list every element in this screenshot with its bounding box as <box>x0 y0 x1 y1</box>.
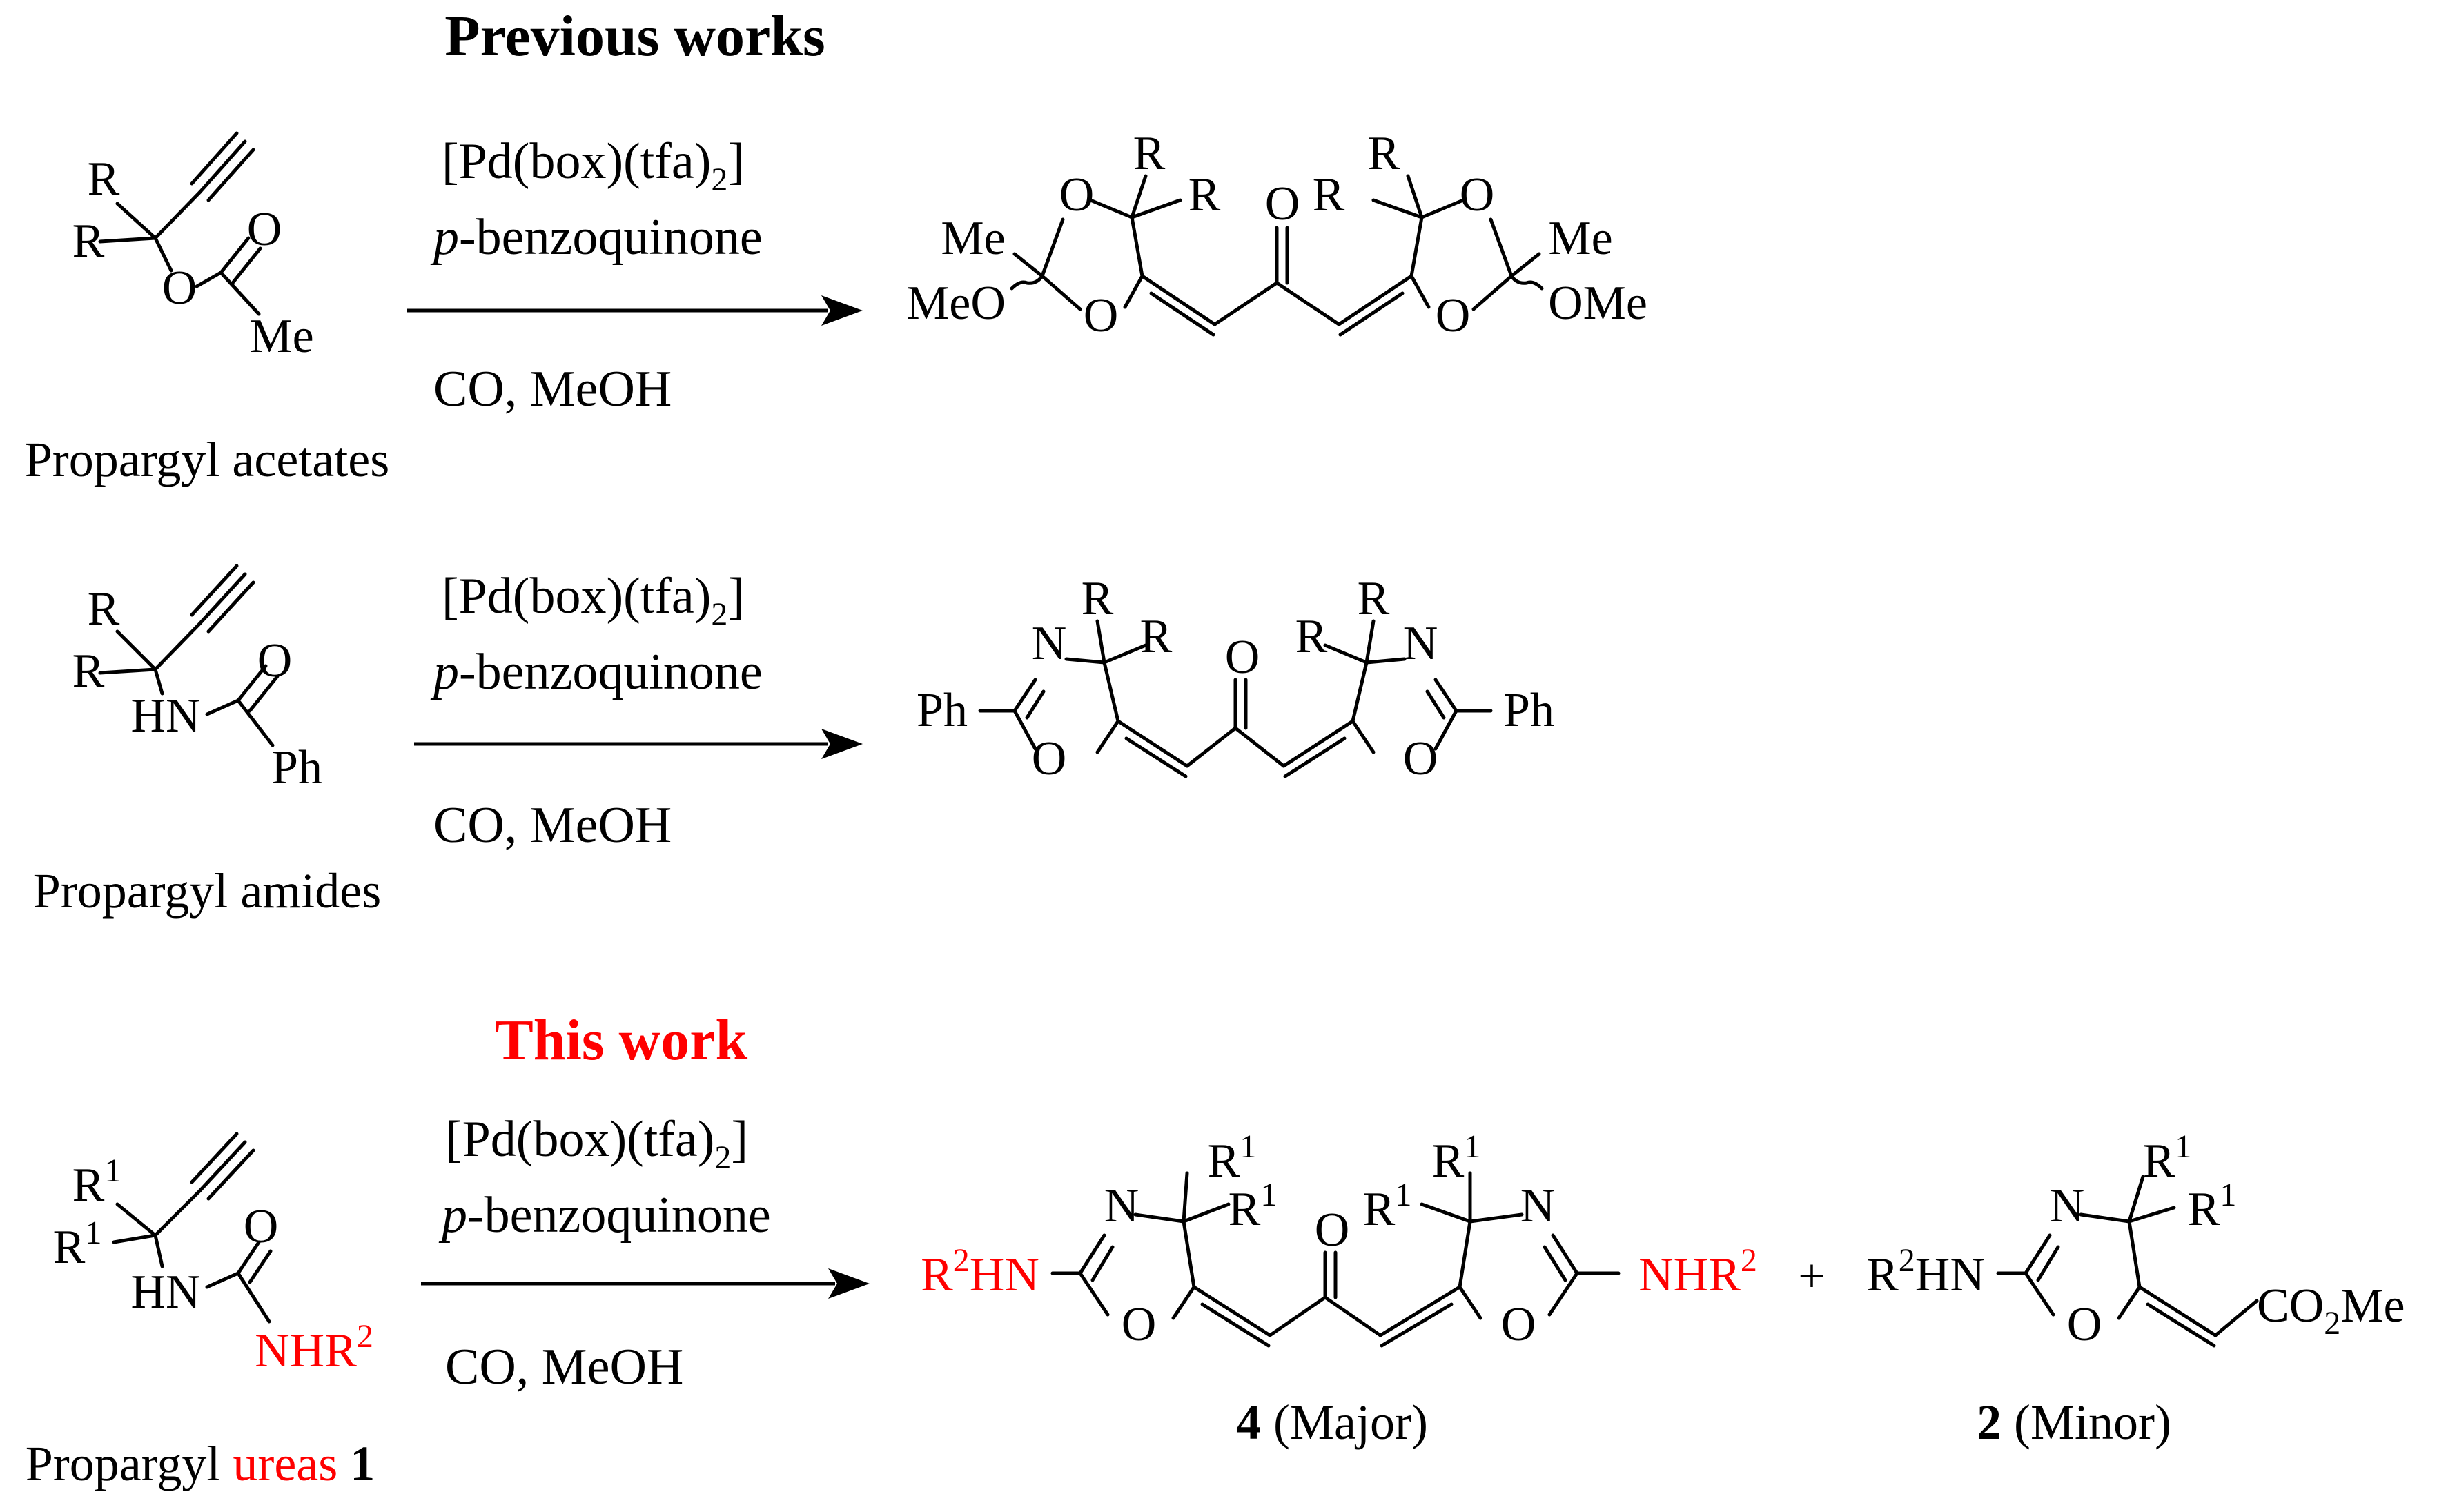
svg-text:CO, MeOH: CO, MeOH <box>433 797 672 854</box>
svg-text:R: R <box>72 215 105 268</box>
caption-propargyl-acetates: Propargyl acetates <box>25 432 389 487</box>
caption-propargyl-amides: Propargyl amides <box>33 863 382 919</box>
product-bis-dioxolane: Me MeO O O R R O R R O O Me OMe <box>906 127 1647 342</box>
svg-text:OMe: OMe <box>1548 277 1647 330</box>
header-this-work: This work <box>495 1008 748 1072</box>
propargyl-urea-structure: R1 R1 HN O NHR2 <box>53 1132 373 1377</box>
svg-text:R: R <box>1358 572 1390 625</box>
propargyl-amide-structure: R R HN O Ph <box>72 564 322 794</box>
reaction-arrow-1 <box>407 295 863 326</box>
svg-text:O: O <box>1225 631 1260 684</box>
svg-text:R1: R1 <box>1432 1128 1481 1188</box>
svg-text:R1: R1 <box>1229 1177 1278 1236</box>
svg-text:[Pd(box)(tfa)2]: [Pd(box)(tfa)2] <box>442 133 745 198</box>
svg-text:HN: HN <box>130 689 200 743</box>
svg-text:p-benzoquinone: p-benzoquinone <box>430 209 763 266</box>
svg-text:R: R <box>1295 610 1328 663</box>
svg-text:R1: R1 <box>2143 1128 2192 1188</box>
svg-text:O: O <box>1403 732 1438 785</box>
product-4-bis-aminooxazoline: R2HN N O R1 R1 O R1 R1 N O NHR2 <box>921 1128 1757 1351</box>
svg-text:CO, MeOH: CO, MeOH <box>445 1339 683 1395</box>
header-previous-works: Previous works <box>444 4 825 68</box>
svg-text:Me: Me <box>1548 212 1612 265</box>
svg-text:N: N <box>2050 1179 2085 1233</box>
svg-text:p-benzoquinone: p-benzoquinone <box>430 644 763 700</box>
svg-text:R2HN: R2HN <box>921 1242 1039 1302</box>
svg-text:R: R <box>1140 610 1173 663</box>
svg-text:R1: R1 <box>1208 1128 1257 1188</box>
svg-text:R1: R1 <box>2188 1177 2237 1236</box>
svg-text:O: O <box>247 203 282 256</box>
svg-text:CO, MeOH: CO, MeOH <box>433 361 672 418</box>
product-bis-oxazoline: Ph N O R R O R R N O Ph <box>917 572 1554 785</box>
product-2-aminooxazoline-ester: R2HN N O R1 R1 CO2Me <box>1866 1128 2405 1351</box>
reaction-arrow-2 <box>414 729 863 759</box>
svg-text:R1: R1 <box>72 1152 121 1212</box>
conditions-row-2: [Pd(box)(tfa)2] p-benzoquinone CO, MeOH <box>430 568 763 854</box>
svg-text:[Pd(box)(tfa)2]: [Pd(box)(tfa)2] <box>445 1111 748 1176</box>
svg-text:MeO: MeO <box>906 277 1006 330</box>
svg-text:O: O <box>1436 289 1471 342</box>
svg-text:O: O <box>257 634 293 687</box>
svg-text:R: R <box>72 645 105 698</box>
svg-text:O: O <box>162 262 197 315</box>
svg-text:O: O <box>1059 168 1095 222</box>
svg-text:HN: HN <box>130 1266 200 1319</box>
svg-text:N: N <box>1104 1179 1139 1233</box>
svg-text:p-benzoquinone: p-benzoquinone <box>438 1187 771 1244</box>
svg-text:NHR2: NHR2 <box>255 1318 373 1377</box>
svg-text:R: R <box>1313 168 1345 222</box>
svg-text:CO2Me: CO2Me <box>2257 1279 2405 1342</box>
svg-text:Ph: Ph <box>271 741 322 794</box>
caption-propargyl-ureas: Propargyl ureas 1 <box>26 1436 375 1491</box>
reaction-arrow-3 <box>421 1268 870 1299</box>
svg-text:O: O <box>2067 1298 2102 1351</box>
svg-text:O: O <box>1265 177 1300 230</box>
svg-text:R: R <box>1133 127 1166 180</box>
svg-text:N: N <box>1520 1179 1556 1233</box>
svg-text:R: R <box>1082 572 1114 625</box>
svg-text:R: R <box>88 153 120 206</box>
svg-text:O: O <box>1084 289 1119 342</box>
svg-text:N: N <box>1403 617 1438 670</box>
svg-text:NHR2: NHR2 <box>1638 1242 1757 1302</box>
svg-text:Ph: Ph <box>917 684 968 737</box>
svg-text:Me: Me <box>941 212 1005 265</box>
svg-text:O: O <box>1032 732 1067 785</box>
plus-sign: + <box>1798 1250 1825 1303</box>
svg-text:R1: R1 <box>1363 1177 1412 1236</box>
svg-text:Me: Me <box>249 310 313 363</box>
svg-text:O: O <box>1315 1204 1350 1257</box>
svg-text:R2HN: R2HN <box>1866 1242 1985 1302</box>
conditions-row-3: [Pd(box)(tfa)2] p-benzoquinone CO, MeOH <box>438 1111 771 1395</box>
caption-product-2: 2 (Minor) <box>1977 1395 2171 1450</box>
svg-text:O: O <box>244 1200 279 1253</box>
svg-text:O: O <box>1122 1298 1157 1351</box>
svg-text:R1: R1 <box>53 1215 102 1274</box>
svg-text:[Pd(box)(tfa)2]: [Pd(box)(tfa)2] <box>442 568 745 633</box>
svg-text:O: O <box>1460 168 1495 222</box>
svg-text:Ph: Ph <box>1503 684 1554 737</box>
svg-text:R: R <box>1368 127 1400 180</box>
svg-text:R: R <box>1188 168 1221 222</box>
caption-product-4: 4 (Major) <box>1236 1395 1428 1450</box>
svg-text:N: N <box>1032 617 1067 670</box>
svg-text:R: R <box>88 582 120 636</box>
conditions-row-1: [Pd(box)(tfa)2] p-benzoquinone CO, MeOH <box>430 133 763 418</box>
svg-text:O: O <box>1501 1298 1536 1351</box>
propargyl-acetate-structure: R R O O Me <box>72 131 314 363</box>
